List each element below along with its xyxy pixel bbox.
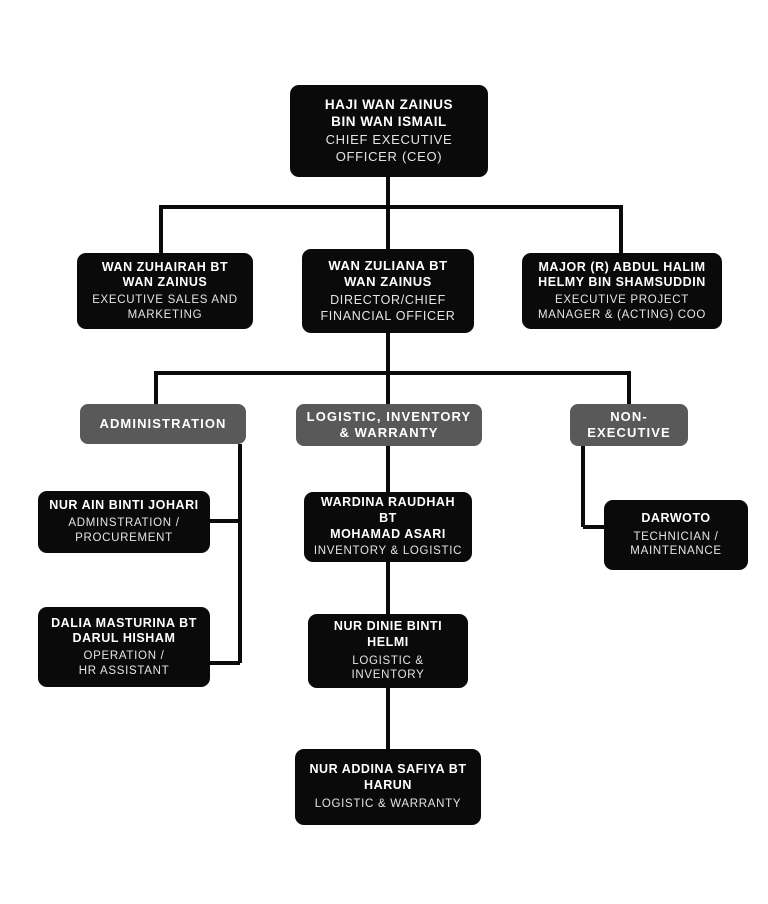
department-administration[interactable]: ADMINISTRATION [80, 404, 246, 444]
node-nuraddina-name: NUR ADDINA SAFIYA BT HARUN [309, 762, 467, 793]
node-nur-addina-safiya-bt-harun[interactable]: NUR ADDINA SAFIYA BT HARUN LOGISTIC & WA… [295, 749, 481, 825]
department-administration-label: ADMINISTRATION [99, 416, 227, 432]
node-nur-ain-binti-johari[interactable]: NUR AIN BINTI JOHARI ADMINSTRATION / PRO… [38, 491, 210, 553]
node-nurain-role: ADMINSTRATION / PROCUREMENT [68, 517, 180, 544]
node-ceo-name: HAJI WAN ZAINUS BIN WAN ISMAIL [324, 97, 454, 130]
node-darwoto-role: TECHNICIAN / MAINTENANCE [630, 530, 722, 558]
node-nurdinie-role: LOGISTIC & INVENTORY [351, 654, 425, 682]
node-cfo-role: DIRECTOR/CHIEF FINANCIAL OFFICER [320, 293, 456, 324]
node-wardina-role: INVENTORY & LOGISTIC [313, 545, 463, 558]
node-nur-dinie-binti-helmi[interactable]: NUR DINIE BINTI HELMI LOGISTIC & INVENTO… [308, 614, 468, 688]
node-sales-name: WAN ZUHAIRAH BT WAN ZAINUS [101, 259, 229, 290]
node-cfo-name: WAN ZULIANA BT WAN ZAINUS [328, 257, 448, 289]
node-executive-project-manager-coo[interactable]: MAJOR (R) ABDUL HALIM HELMY BIN SHAMSUDD… [522, 253, 722, 329]
node-dalia-role: OPERATION / HR ASSISTANT [78, 650, 170, 677]
node-darwoto-name: DARWOTO [641, 510, 711, 525]
department-logistic-label: LOGISTIC, INVENTORY & WARRANTY [306, 409, 472, 440]
node-wardina-name: WARDINA RAUDHAH BT MOHAMAD ASARI [320, 495, 456, 541]
node-director-cfo[interactable]: WAN ZULIANA BT WAN ZAINUS DIRECTOR/CHIEF… [302, 249, 474, 333]
node-nurain-name: NUR AIN BINTI JOHARI [49, 498, 199, 513]
node-coo-name: MAJOR (R) ABDUL HALIM HELMY BIN SHAMSUDD… [538, 259, 706, 290]
node-wardina-raudhah-bt-mohamad-asari[interactable]: WARDINA RAUDHAH BT MOHAMAD ASARI INVENTO… [304, 492, 472, 562]
department-non-executive[interactable]: NON- EXECUTIVE [570, 404, 688, 446]
node-ceo[interactable]: HAJI WAN ZAINUS BIN WAN ISMAIL CHIEF EXE… [290, 85, 488, 177]
node-sales-role: EXECUTIVE SALES AND MARKETING [92, 294, 238, 321]
node-nuraddina-role: LOGISTIC & WARRANTY [314, 797, 462, 810]
node-coo-role: EXECUTIVE PROJECT MANAGER & (ACTING) COO [537, 294, 707, 321]
node-executive-sales-marketing[interactable]: WAN ZUHAIRAH BT WAN ZAINUS EXECUTIVE SAL… [77, 253, 253, 329]
node-nurdinie-name: NUR DINIE BINTI HELMI [333, 619, 443, 649]
department-logistic-inventory-warranty[interactable]: LOGISTIC, INVENTORY & WARRANTY [296, 404, 482, 446]
department-non-executive-label: NON- EXECUTIVE [587, 409, 671, 440]
node-ceo-role: CHIEF EXECUTIVE OFFICER (CEO) [325, 132, 453, 164]
node-dalia-masturina-bt-darul-hisham[interactable]: DALIA MASTURINA BT DARUL HISHAM OPERATIO… [38, 607, 210, 687]
node-dalia-name: DALIA MASTURINA BT DARUL HISHAM [51, 615, 197, 646]
node-darwoto[interactable]: DARWOTO TECHNICIAN / MAINTENANCE [604, 500, 748, 570]
